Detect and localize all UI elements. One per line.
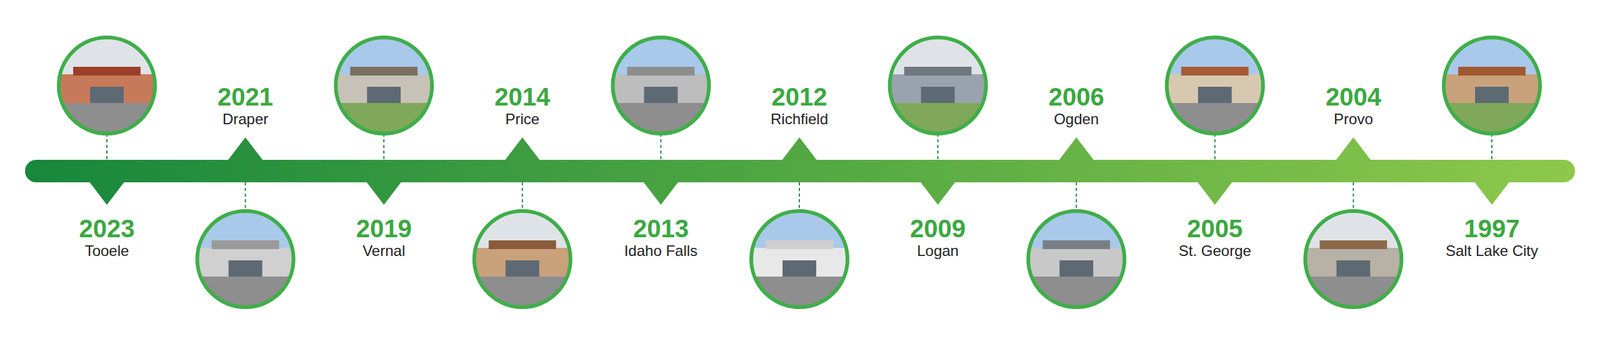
milestone-mark (612, 37, 709, 205)
location-label: Vernal (362, 243, 405, 259)
milestone-mark (751, 137, 848, 325)
location-photo (1028, 211, 1125, 325)
year-label: 2006 (1048, 84, 1105, 110)
photo-ring (751, 211, 848, 308)
milestone-mark (335, 37, 432, 205)
dashed-leader (1214, 133, 1216, 160)
milestone-mark (1443, 37, 1540, 205)
photo-ring (58, 37, 155, 134)
year-label: 2005 (1186, 216, 1243, 242)
milestone-mark (1166, 37, 1264, 205)
milestone-mark (890, 37, 987, 205)
location-photo (1443, 37, 1540, 152)
dashed-leader (245, 182, 247, 212)
pointer-triangle (88, 181, 125, 205)
dashed-leader (1075, 182, 1077, 212)
year-label: 2021 (217, 84, 274, 110)
location-photo (1305, 211, 1402, 325)
location-photo (751, 211, 848, 325)
year-label: 2019 (356, 216, 412, 242)
location-label: Price (505, 111, 540, 127)
dashed-leader (521, 182, 524, 212)
location-label: Draper (222, 111, 269, 127)
location-label: Ogden (1053, 111, 1099, 127)
location-photo (474, 211, 571, 325)
milestone-mark (1028, 137, 1125, 325)
dashed-leader (798, 182, 800, 212)
year-label: 2009 (910, 216, 966, 242)
milestone-mark (58, 37, 155, 205)
pointer-triangle (365, 181, 402, 205)
location-label: Tooele (85, 243, 130, 259)
photo-ring (1166, 37, 1264, 134)
dashed-leader (1491, 133, 1493, 160)
location-label: Richfield (770, 111, 829, 127)
location-label: Logan (916, 243, 959, 259)
year-label: 2004 (1325, 84, 1382, 110)
dashed-leader (937, 133, 939, 160)
dashed-leader (383, 133, 385, 160)
photo-ring (197, 211, 294, 308)
location-label: Salt Lake City (1445, 243, 1539, 259)
pointer-triangle (1473, 181, 1510, 205)
photo-ring (335, 37, 432, 134)
location-label: Provo (1333, 111, 1374, 127)
photo-ring (890, 37, 987, 134)
year-label: 2013 (633, 216, 689, 242)
location-photo (1166, 37, 1264, 152)
pointer-triangle (920, 181, 957, 205)
dashed-leader (106, 133, 108, 160)
pointer-triangle (504, 137, 541, 162)
year-label: 2023 (79, 216, 135, 242)
dashed-leader (660, 133, 662, 160)
photo-ring (474, 211, 571, 308)
location-photo (335, 37, 432, 152)
year-label: 2014 (494, 84, 550, 110)
location-photo (58, 37, 155, 152)
dashed-leader (1352, 182, 1354, 212)
location-label: St. George (1178, 243, 1252, 259)
year-label: 1997 (1464, 216, 1520, 242)
pointer-triangle (227, 137, 264, 162)
photo-ring (1305, 211, 1402, 308)
location-label: Idaho Falls (624, 243, 698, 259)
year-label: 2012 (771, 84, 828, 110)
timeline-bar (25, 160, 1575, 183)
pointer-triangle (781, 137, 818, 162)
milestone-mark (1305, 137, 1402, 325)
milestone-mark (197, 137, 294, 325)
location-photo (612, 37, 709, 152)
photo-ring (1028, 211, 1125, 308)
photo-ring (612, 37, 709, 134)
pointer-triangle (1058, 137, 1095, 162)
photo-ring (1443, 37, 1540, 134)
pointer-triangle (1196, 181, 1234, 205)
pointer-triangle (642, 181, 679, 205)
milestone-mark (474, 137, 571, 325)
location-photo (197, 211, 294, 325)
location-photo (890, 37, 987, 152)
pointer-triangle (1335, 137, 1372, 162)
